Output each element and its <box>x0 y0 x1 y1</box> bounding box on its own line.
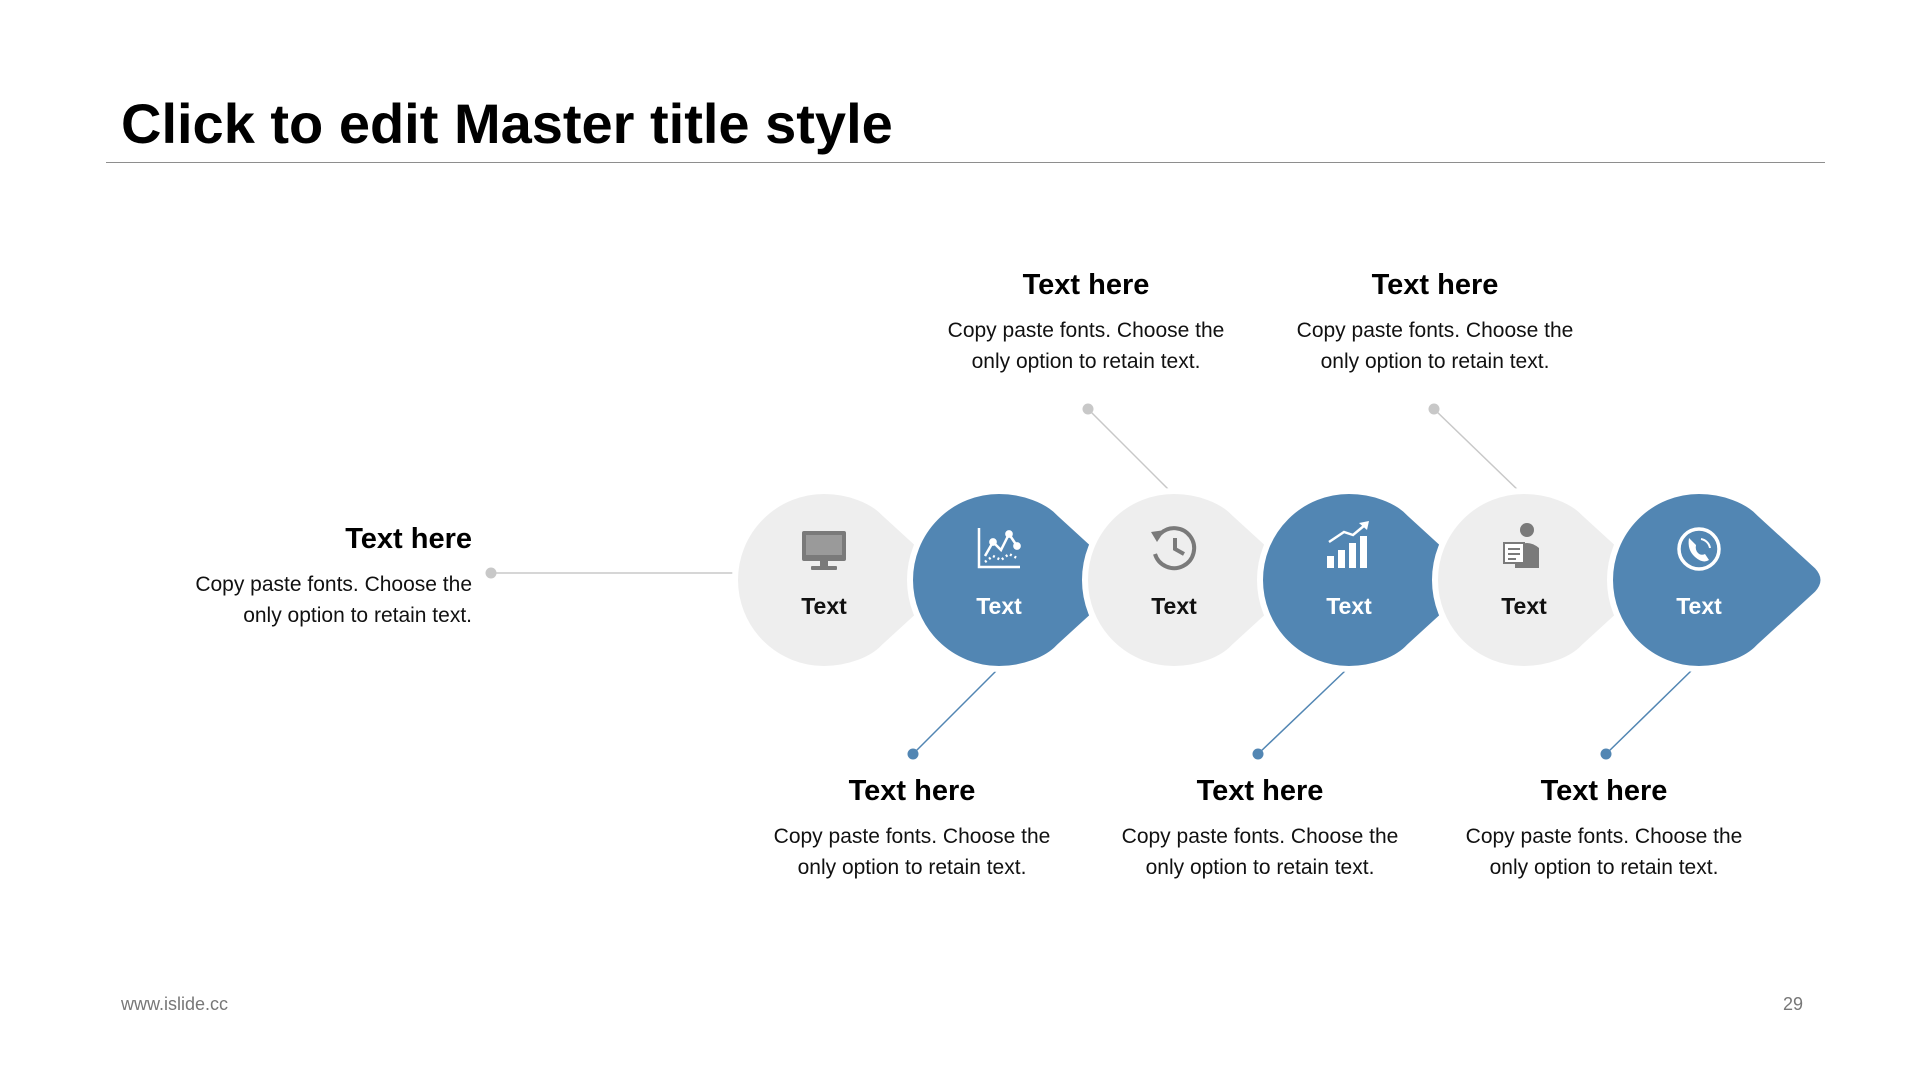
line-chart-icon <box>977 528 1021 569</box>
callout-bottom-3: Text here Copy paste fonts. Choose the o… <box>1444 774 1764 883</box>
step-label: Text <box>976 593 1022 619</box>
step-label: Text <box>1326 593 1372 619</box>
connector-bottom-3 <box>1600 669 1693 760</box>
history-icon <box>1151 526 1197 571</box>
callout-body[interactable]: Copy paste fonts. Choose the only option… <box>1296 318 1574 373</box>
callout-left: Text here Copy paste fonts. Choose the o… <box>152 522 472 631</box>
bar-growth-icon <box>1327 521 1369 568</box>
step-1[interactable]: Text <box>732 487 952 673</box>
phone-icon <box>1677 527 1721 571</box>
step-6[interactable]: Text <box>1607 487 1827 673</box>
footer-url: www.islide.cc <box>121 994 229 1014</box>
person-document-icon <box>1503 523 1539 568</box>
callout-heading[interactable]: Text here <box>1196 775 1324 807</box>
callout-heading[interactable]: Text here <box>345 523 472 555</box>
step-5[interactable]: Text <box>1432 487 1652 673</box>
callout-top-1: Text here Copy paste fonts. Choose the o… <box>926 268 1246 377</box>
slide-title[interactable]: Click to edit Master title style <box>121 92 893 155</box>
callout-body[interactable]: Copy paste fonts. Choose the only option… <box>1121 824 1399 879</box>
step-label: Text <box>1501 593 1547 619</box>
callout-body[interactable]: Copy paste fonts. Choose the only option… <box>1465 824 1743 879</box>
step-label: Text <box>801 593 847 619</box>
callout-heading[interactable]: Text here <box>1540 775 1668 807</box>
title-divider <box>106 162 1825 163</box>
step-label: Text <box>1676 593 1722 619</box>
connector-left <box>485 567 735 579</box>
monitor-icon <box>802 531 846 570</box>
page-number: 29 <box>1783 994 1804 1014</box>
connector-top-2 <box>1428 403 1522 494</box>
callout-body[interactable]: Copy paste fonts. Choose the only option… <box>195 572 472 627</box>
step-label: Text <box>1151 593 1197 619</box>
connector-bottom-2 <box>1252 669 1347 760</box>
callout-bottom-2: Text here Copy paste fonts. Choose the o… <box>1100 774 1420 883</box>
connector-top-1 <box>1082 403 1173 494</box>
callout-heading[interactable]: Text here <box>1022 269 1150 301</box>
callout-heading[interactable]: Text here <box>1371 269 1499 301</box>
connector-bottom-1 <box>907 669 998 760</box>
callout-body[interactable]: Copy paste fonts. Choose the only option… <box>947 318 1225 373</box>
callout-heading[interactable]: Text here <box>848 775 976 807</box>
callout-top-2: Text here Copy paste fonts. Choose the o… <box>1275 268 1595 377</box>
callout-body[interactable]: Copy paste fonts. Choose the only option… <box>773 824 1051 879</box>
callout-bottom-1: Text here Copy paste fonts. Choose the o… <box>752 774 1072 883</box>
